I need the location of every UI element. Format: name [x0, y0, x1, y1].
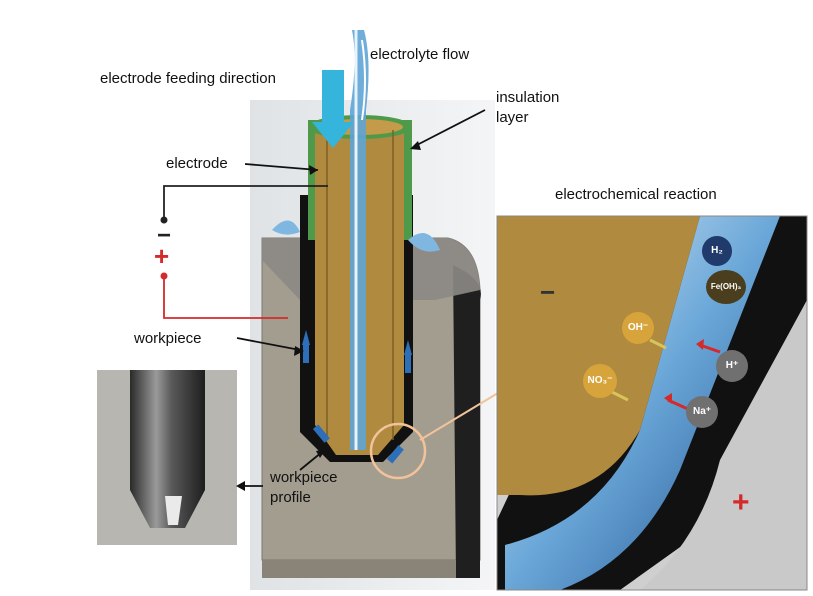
- ion-feoh3: Fe(OH)₃: [706, 270, 746, 304]
- label-electrode-feeding-direction: electrode feeding direction: [100, 70, 276, 87]
- zoom-panel-border: [496, 215, 808, 591]
- ion-na-plus: Na⁺: [686, 396, 718, 428]
- label-electrochemical-reaction: electrochemical reaction: [555, 186, 717, 203]
- magnifier-circle: [369, 422, 427, 480]
- zoom-negative-sign: −: [540, 277, 556, 307]
- negative-terminal-sign: −: [157, 222, 172, 249]
- leader-lines: [236, 109, 486, 491]
- ion-h-plus: H⁺: [716, 350, 748, 382]
- feed-direction-arrow: [312, 70, 354, 148]
- ion-oh: OH⁻: [622, 312, 654, 344]
- magnifier-leader: [419, 392, 499, 441]
- label-electrolyte-flow: electrolyte flow: [370, 46, 470, 63]
- workpiece-side-shadow: [453, 265, 481, 578]
- label-electrode: electrode: [166, 155, 228, 172]
- label-insulation-layer: insulation layer: [496, 89, 560, 126]
- zoom-positive-sign: +: [732, 486, 750, 519]
- electrolyte-stream: [272, 30, 440, 450]
- positive-wire: [163, 276, 288, 319]
- positive-terminal-sign: +: [154, 241, 170, 271]
- gap-flow-arrows: [302, 330, 412, 464]
- ion-no3: NO₃⁻: [583, 364, 617, 398]
- ion-h2: H₂: [702, 236, 732, 266]
- circuit: [160, 185, 328, 319]
- zoom-panel: [497, 216, 807, 590]
- zoom-electrolyte: [505, 216, 780, 590]
- inset-tool-photo: [97, 370, 237, 545]
- label-workpiece: workpiece: [134, 330, 202, 347]
- label-workpiece-profile: workpiece profile: [270, 469, 338, 506]
- zoom-workpiece: [640, 300, 807, 590]
- negative-wire: [163, 185, 328, 218]
- zoom-electrode: [497, 216, 700, 496]
